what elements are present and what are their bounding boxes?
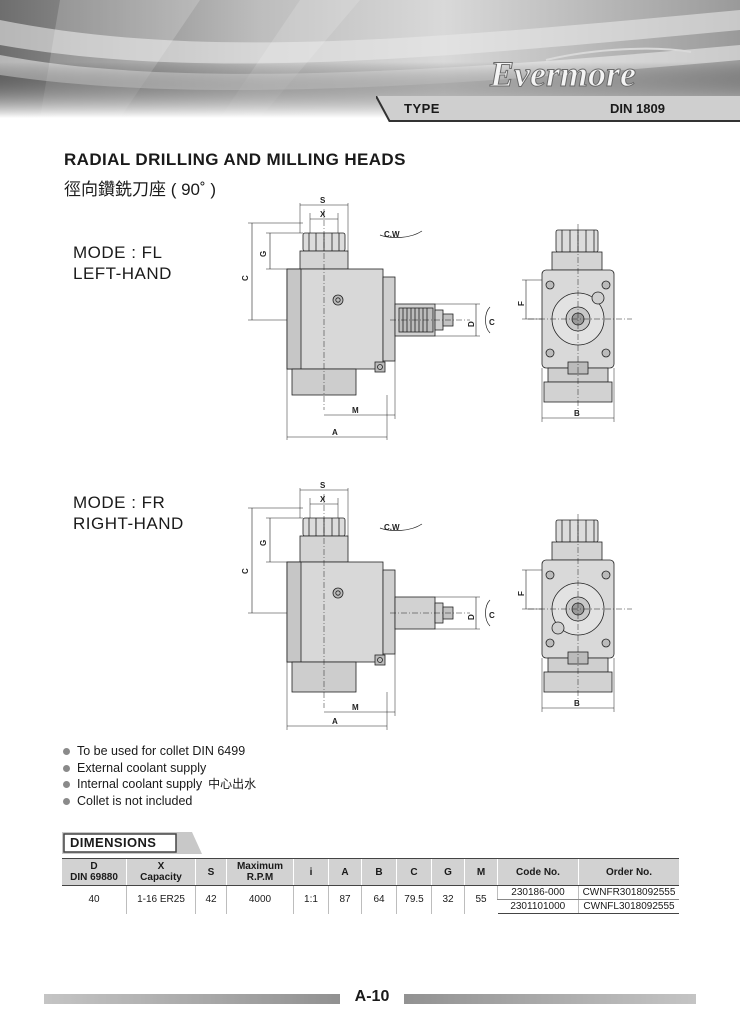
page-title: RADIAL DRILLING AND MILLING HEADS xyxy=(64,150,406,169)
cell-m: 55 xyxy=(464,885,498,914)
cell-d: 40 xyxy=(88,894,100,906)
dim-g-label: G xyxy=(259,540,268,546)
cell-x: 1-16 ER25 xyxy=(126,885,196,914)
col-c: C xyxy=(396,858,432,886)
dimensions-tab xyxy=(62,832,202,854)
cell-c: 79.5 xyxy=(396,885,432,914)
feature-text: To be used for collet DIN 6499 xyxy=(77,744,246,758)
cell-code: 230186-000 xyxy=(497,885,579,900)
col-code: Code No. xyxy=(497,858,579,886)
dim-d-label: D xyxy=(467,321,476,327)
feature-note: 中心出水 xyxy=(208,777,257,791)
cell-code: 2301101000 xyxy=(497,899,579,914)
cell-a: 87 xyxy=(328,885,362,914)
dim-s-label: S xyxy=(320,196,326,205)
dim-c-label: C xyxy=(241,568,250,574)
col-s: S xyxy=(195,858,227,886)
cell-b: 64 xyxy=(361,885,397,914)
rotation-cw-label: C.W xyxy=(384,523,400,532)
feature-text: Collet is not included xyxy=(77,793,193,808)
dim-x-label: X xyxy=(320,210,326,219)
standard-label: DIN 1809 xyxy=(610,101,665,116)
dim-s-label: S xyxy=(320,481,326,490)
mode-fl-label: MODE : FL LEFT-HAND xyxy=(73,242,172,284)
feature-item: External coolant supply xyxy=(62,760,256,777)
feature-item: Internal coolant supply 中心出水 xyxy=(62,776,256,793)
mode-fl-line1: MODE : FL xyxy=(73,243,163,262)
mode-fr-line1: MODE : FR xyxy=(73,493,166,512)
col-m: M xyxy=(464,858,498,886)
cell-g: 32 xyxy=(431,885,465,914)
rotation-cw-label: C.W xyxy=(384,230,400,239)
dim-c-label: C xyxy=(241,275,250,281)
cell-rpm: 4000 xyxy=(226,885,294,914)
cell-order: CWNFR3018092555 xyxy=(578,885,679,900)
rotation-cw-label: C.W xyxy=(489,318,495,327)
cell-order: CWNFL3018092555 xyxy=(578,899,679,914)
page-number: A-10 xyxy=(340,986,404,1008)
col-b: B xyxy=(361,858,397,886)
col-g: G xyxy=(431,858,465,886)
cell-s: 42 xyxy=(195,885,227,914)
fr-side-view-drawing: S X G C D M A C.W C.W xyxy=(241,481,495,730)
brand-logo: Evermore xyxy=(486,44,706,95)
feature-list: To be used for collet DIN 6499 External … xyxy=(62,743,256,809)
table-row: 40 1-16 ER25 42 4000 1:1 87 64 79.5 32 5… xyxy=(62,885,679,914)
dim-b-label: B xyxy=(574,409,580,418)
type-bar xyxy=(375,95,740,123)
dim-a-label: A xyxy=(332,717,338,726)
dim-f-label: F xyxy=(517,591,526,596)
brand-wordmark: Evermore xyxy=(489,54,636,94)
col-a: A xyxy=(328,858,362,886)
col-i: i xyxy=(293,858,329,886)
dim-x-label: X xyxy=(320,495,326,504)
dim-m-label: M xyxy=(352,703,359,712)
dim-b-label: B xyxy=(574,699,580,708)
mode-fr-line2: RIGHT-HAND xyxy=(73,514,184,533)
fl-side-view-drawing: S X G C D M A C.W C.W xyxy=(241,196,495,440)
dim-g-label: G xyxy=(259,251,268,257)
feature-item: To be used for collet DIN 6499 xyxy=(62,743,256,760)
mode-fl-line2: LEFT-HAND xyxy=(73,264,172,283)
fr-front-view-drawing: F B xyxy=(517,514,632,712)
table-row: 2301101000 CWNFL3018092555 xyxy=(62,899,679,914)
feature-item: Collet is not included xyxy=(62,793,256,810)
dim-d-label: D xyxy=(467,614,476,620)
cell-i: 1:1 xyxy=(293,885,329,914)
mode-fr-label: MODE : FR RIGHT-HAND xyxy=(73,492,184,534)
page-subtitle: 徑向鑽銑刀座 ( 90˚ ) xyxy=(64,180,217,199)
dim-a-label: A xyxy=(332,428,338,437)
col-order: Order No. xyxy=(578,858,679,886)
type-label: TYPE xyxy=(404,101,440,116)
dimensions-title: DIMENSIONS xyxy=(70,835,157,850)
feature-text: External coolant supply xyxy=(77,760,207,775)
rotation-cw-label: C.W xyxy=(489,611,495,620)
feature-text: Internal coolant supply xyxy=(77,777,203,791)
header-background xyxy=(0,0,740,118)
dim-f-label: F xyxy=(517,301,526,306)
header-band xyxy=(0,0,740,118)
dim-m-label: M xyxy=(352,406,359,415)
fl-front-view-drawing: F B xyxy=(517,224,632,422)
